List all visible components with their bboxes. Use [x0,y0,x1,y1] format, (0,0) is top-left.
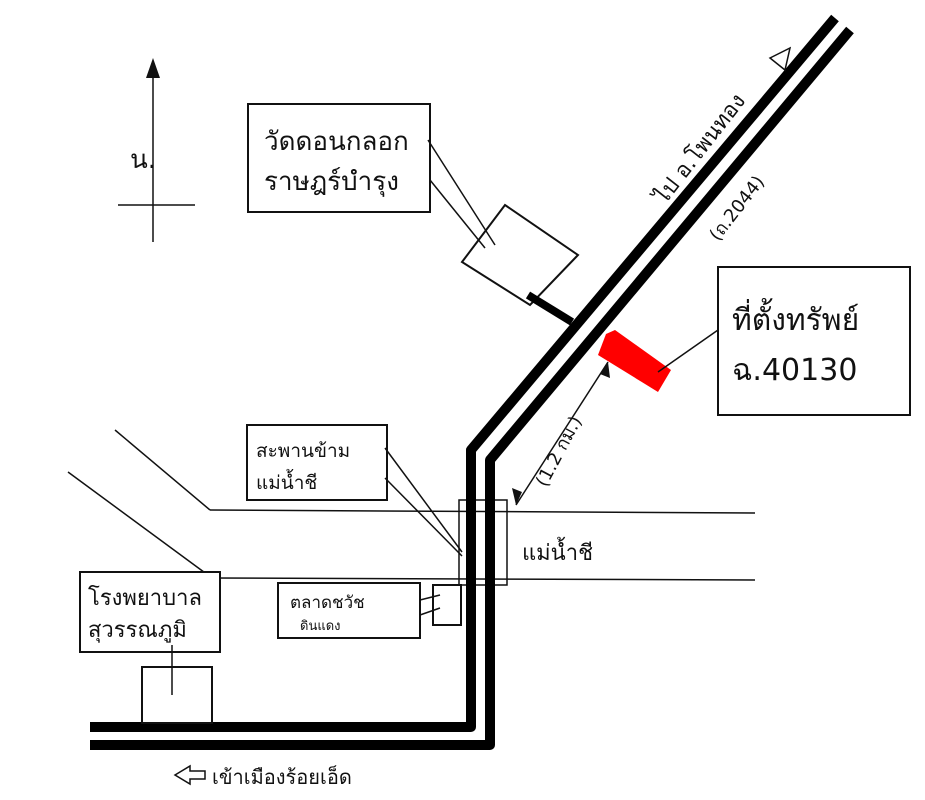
temple-access-road [525,291,575,326]
property-deed-number: ฉ.40130 [732,353,857,388]
bridge-pointer [384,447,463,553]
distance-arrow-south-icon [512,488,522,505]
city-direction-arrow-icon [173,764,206,786]
north-arrow-icon [118,58,195,242]
hospital-label-box [79,571,221,653]
road-code-label: (ถ.2044) [705,172,769,245]
bridge-outline [458,499,508,586]
market-name-line2: ดินแดง [300,619,341,634]
distance-arrow-north-icon [600,362,610,378]
temple-building [460,203,580,307]
hospital-name-line1: โรงพยาบาล [88,585,202,611]
temple-name-line2: ราษฎร์บำรุง [264,167,399,197]
temple-label-box [247,103,431,213]
highway-2044 [90,14,854,750]
river-banks [67,429,756,581]
distance-line [515,361,609,506]
north-label: น. [130,145,156,175]
property-label-box [717,266,911,416]
hospital-name-line2: สุวรรณภูมิ [88,618,187,643]
temple-pointer [427,139,496,246]
hospital-building [141,666,213,724]
distance-label: (1.2 กม.) [532,413,587,491]
market-building [432,584,462,626]
bridge-name-line2: แม่น้ำชี [256,469,317,494]
property-marker [598,330,671,392]
temple-name-line1: วัดดอนกลอก [264,127,409,157]
river-label: แม่น้ำชี [522,537,593,566]
property-pointer [657,329,719,373]
city-direction-label: เข้าเมืองร้อยเอ็ด [212,764,352,789]
bridge-name-line1: สะพานข้าม [256,440,350,462]
property-title: ที่ตั้งทรัพย์ [732,298,859,338]
market-name-line1: ตลาดชวัช [290,593,365,613]
bridge-label-box [246,424,388,501]
road-direction-arrow-icon [768,46,792,72]
market-label-box [277,582,421,639]
